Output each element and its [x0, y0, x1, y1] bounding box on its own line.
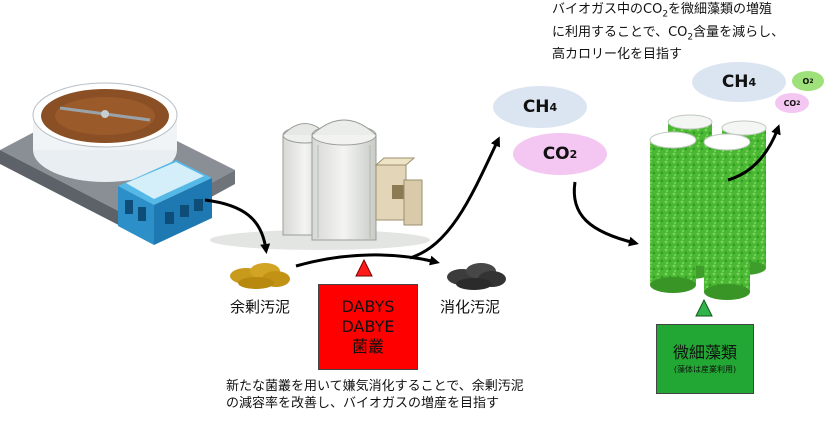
- bottom-note-line1: 新たな菌叢を用いて嫌気消化することで、余剰汚泥: [226, 379, 524, 394]
- subscript: 2: [796, 99, 801, 107]
- algae-box: 微細藻類 (藻体は産業利用): [656, 324, 754, 394]
- top-note: バイオガス中のCO2を微細藻類の増殖 に利用することで、CO2含量を減らし、 高…: [552, 1, 784, 63]
- co2-label: CO: [542, 144, 570, 164]
- top-note-line2: に利用することで、CO2含量を減らし、: [552, 24, 784, 47]
- top-note-line3: 高カロリー化を目指す: [552, 47, 683, 63]
- co2-small-label: CO: [783, 98, 797, 108]
- excess-sludge-blob: [230, 263, 290, 289]
- treatment-plant-illustration: [0, 82, 235, 245]
- green-triangle-marker: [695, 298, 713, 317]
- excess-sludge-label: 余剰汚泥: [230, 298, 291, 316]
- bottom-note-line2: の減容率を改善し、バイオガスの増産を目指す: [226, 396, 500, 411]
- algae-subtitle: (藻体は産業利用): [673, 365, 737, 374]
- top-note-text: バイオガス中のCO: [552, 2, 663, 17]
- digester-tank-illustration: [210, 119, 430, 250]
- arrow-plant-to-sludge: [204, 198, 271, 254]
- dabys-box: DABYS DABYE 菌叢: [318, 284, 418, 370]
- top-note-line1: バイオガス中のCO2を微細藻類の増殖: [552, 1, 784, 24]
- subscript: 4: [748, 75, 757, 89]
- arrow-sludge-to-digested: [295, 253, 440, 268]
- ch4-label: CH: [522, 97, 550, 117]
- arrow-to-biogas: [409, 136, 500, 260]
- top-note-text: に利用することで、CO: [552, 24, 688, 40]
- algae-reactor-illustration: [649, 114, 767, 300]
- subscript: 2: [809, 77, 814, 85]
- subscript: 2: [569, 147, 578, 161]
- bottom-note: 新たな菌叢を用いて嫌気消化することで、余剰汚泥 の減容率を改善し、バイオガスの増…: [226, 378, 524, 412]
- dabys-line3: 菌叢: [351, 337, 384, 356]
- o2-label: O: [802, 76, 810, 86]
- algae-title: 微細藻類: [672, 343, 737, 362]
- subscript: 4: [549, 100, 558, 114]
- subscript: 2: [662, 9, 669, 20]
- top-note-text: 含量を減らし、: [693, 24, 785, 40]
- top-note-text: を微細藻類の増殖: [668, 2, 773, 17]
- ch4-small-label: CH: [721, 72, 749, 92]
- arrow-algae-to-gas: [727, 124, 781, 182]
- subscript: 2: [687, 32, 694, 43]
- dabys-line2: DABYE: [341, 317, 395, 336]
- arrow-co2-to-algae: [572, 181, 639, 247]
- red-triangle-marker: [355, 258, 373, 277]
- digested-sludge-label: 消化汚泥: [440, 298, 501, 316]
- dabys-line1: DABYS: [341, 297, 395, 316]
- digested-sludge-blob: [447, 263, 506, 290]
